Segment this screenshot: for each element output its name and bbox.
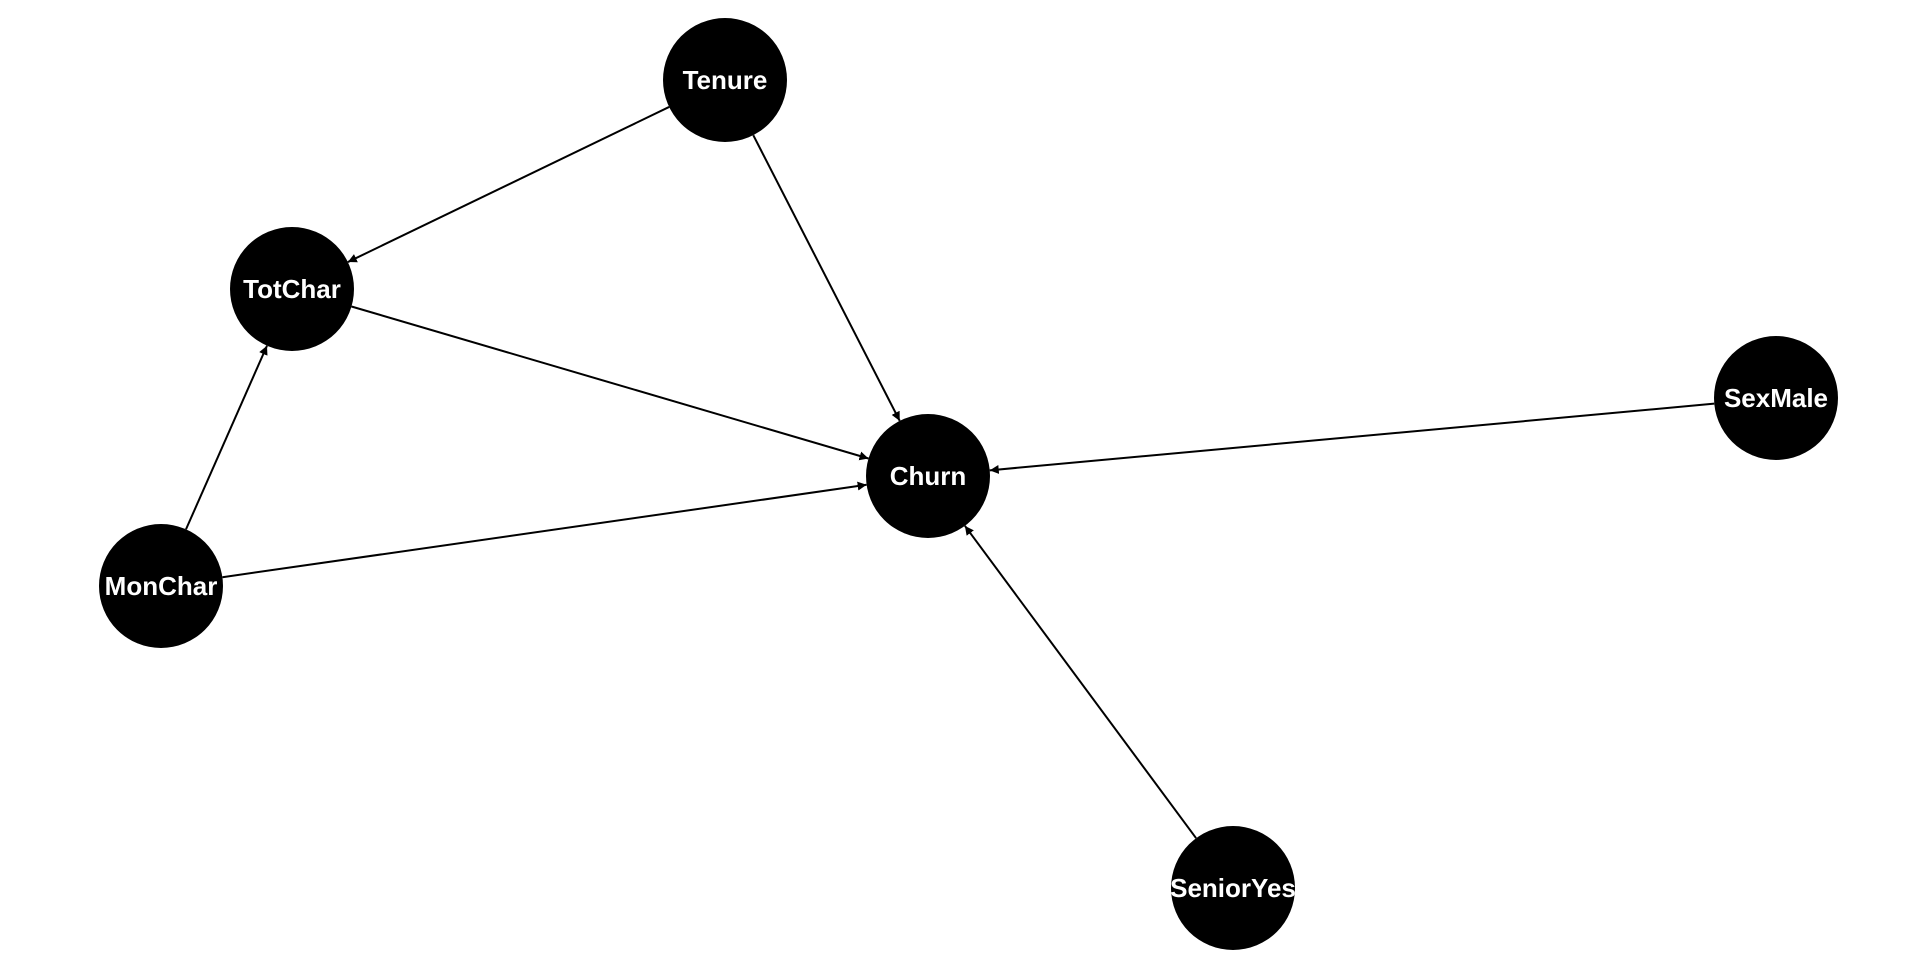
- node-tenure: Tenure: [663, 18, 787, 142]
- edge-senioryes-to-churn: [964, 525, 1197, 839]
- node-totchar: TotChar: [230, 227, 354, 351]
- edge-monchar-to-churn: [222, 481, 867, 579]
- node-sexmale: SexMale: [1714, 336, 1838, 460]
- node-circle-totchar: [230, 227, 354, 351]
- edge-tenure-to-totchar: [347, 106, 670, 263]
- edge-totchar-to-churn: [351, 305, 869, 461]
- node-senioryes: SeniorYes: [1170, 826, 1296, 950]
- node-label-senioryes: SeniorYes: [1170, 873, 1296, 903]
- edge-tenure-to-churn: [752, 134, 901, 422]
- node-circle-monchar: [99, 524, 223, 648]
- node-circle-tenure: [663, 18, 787, 142]
- edge-monchar-to-totchar: [185, 345, 268, 530]
- node-circle-sexmale: [1714, 336, 1838, 460]
- node-circle-senioryes: [1171, 826, 1295, 950]
- node-label-sexmale: SexMale: [1724, 383, 1828, 413]
- node-label-totchar: TotChar: [243, 274, 341, 304]
- node-label-tenure: Tenure: [683, 65, 768, 95]
- node-circle-churn: [866, 414, 990, 538]
- edge-layer: [185, 106, 1715, 839]
- edge-sexmale-to-churn: [989, 402, 1715, 474]
- node-label-churn: Churn: [890, 461, 967, 491]
- node-label-monchar: MonChar: [105, 571, 218, 601]
- node-monchar: MonChar: [99, 524, 223, 648]
- node-churn: Churn: [866, 414, 990, 538]
